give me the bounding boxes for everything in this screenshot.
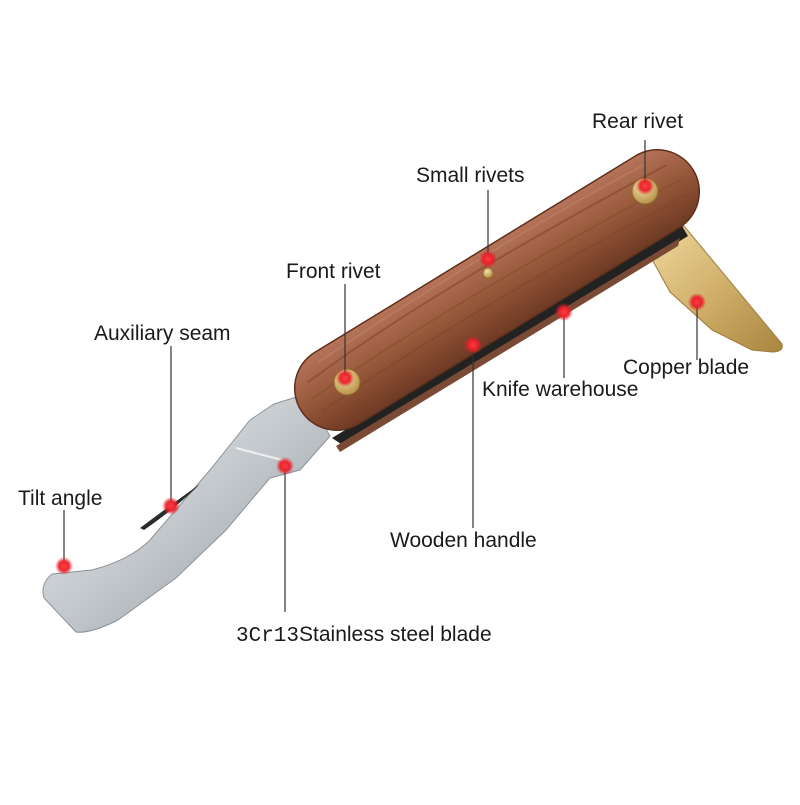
marker-tilt-angle: [55, 557, 73, 575]
steel-blade-shape: [42, 393, 331, 633]
wooden-handle-shape: [293, 149, 701, 431]
knife-warehouse-shape: [332, 226, 688, 446]
label-stainless-steel-blade: 3Cr13Stainless steel blade: [236, 624, 492, 647]
leader-lines: [63, 140, 698, 612]
label-rear-rivet: Rear rivet: [592, 110, 684, 133]
marker-auxiliary-seam: [162, 497, 180, 515]
marker-small-rivets: [479, 250, 497, 268]
marker-front-rivet: [336, 369, 354, 387]
label-auxiliary-seam: Auxiliary seam: [94, 322, 231, 345]
small-rivet-shape: [482, 267, 494, 279]
label-steel-grade: 3Cr13: [236, 625, 300, 648]
marker-stainless-blade: [276, 457, 294, 475]
copper-blade-shape: [647, 225, 783, 353]
marker-copper-blade: [688, 293, 706, 311]
marker-knife-warehouse: [555, 303, 573, 321]
marker-rear-rivet: [636, 177, 654, 195]
label-copper-blade: Copper blade: [623, 356, 750, 379]
label-wooden-handle: Wooden handle: [390, 529, 537, 552]
label-small-rivets: Small rivets: [416, 164, 525, 187]
callout-markers: [55, 177, 706, 575]
label-tilt-angle: Tilt angle: [18, 487, 103, 510]
label-knife-warehouse: Knife warehouse: [482, 378, 639, 401]
label-blade-material: Stainless steel blade: [299, 623, 492, 646]
label-front-rivet: Front rivet: [286, 260, 381, 283]
marker-wooden-handle: [464, 336, 482, 354]
